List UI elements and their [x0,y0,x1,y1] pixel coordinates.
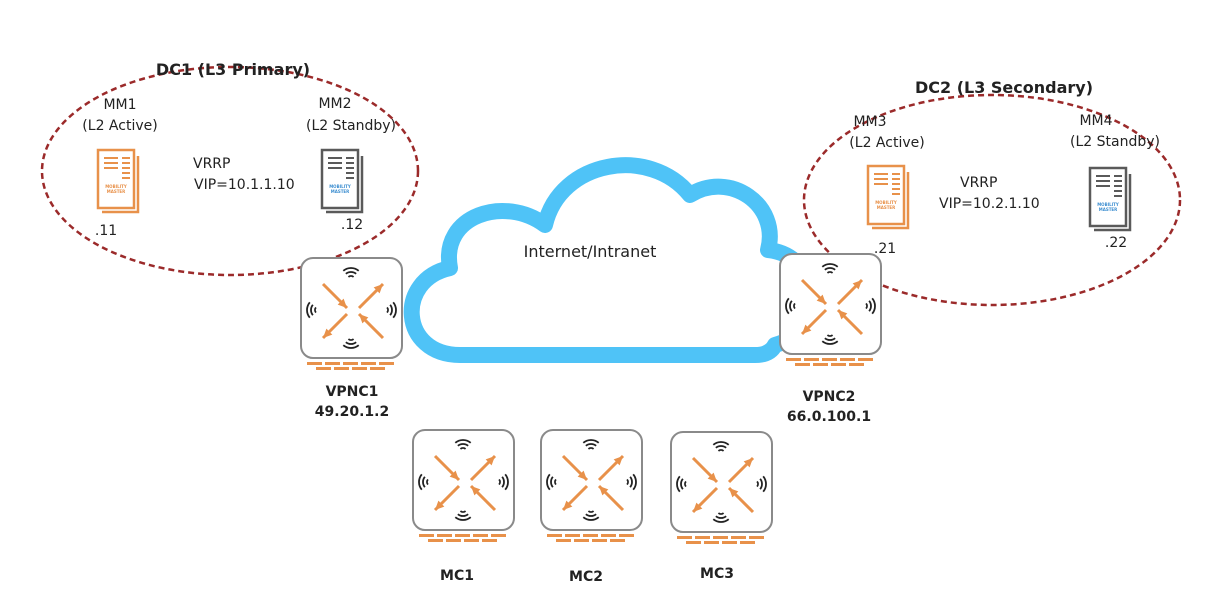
mm1-role: (L2 Active) [82,118,158,134]
dc2-boundary [802,93,1182,307]
mm3-address: .21 [873,241,897,257]
dc1-title: DC1 (L3 Primary) [155,60,311,79]
svg-text:MOBILITY: MOBILITY [1097,202,1119,207]
dc2-title: DC2 (L3 Secondary) [914,78,1094,97]
mc2-name: MC2 [569,569,603,585]
svg-text:MOBILITY: MOBILITY [875,200,897,205]
mm3-server-icon: MOBILITY MASTER [866,164,910,230]
mm1-name: MM1 [103,97,137,113]
dc1-boundary [40,65,420,277]
svg-text:MASTER: MASTER [1099,207,1118,212]
vpnc2-ip: 66.0.100.1 [786,409,872,425]
mm1-server-text: MOBILITY [105,184,127,189]
mc1-controller-icon [412,429,515,542]
mm2-address: .12 [340,217,364,233]
mm2-role: (L2 Standby) [306,118,396,134]
cloud-label: Internet/Intranet [523,242,657,261]
mc3-controller-icon [670,431,773,544]
svg-text:MASTER: MASTER [331,189,350,194]
dc2-vrrp-label: VRRP [960,175,998,191]
mc3-name: MC3 [700,566,734,582]
dc1-vrrp-label: VRRP [193,156,231,172]
vpnc2-controller-icon [779,253,882,366]
mm2-name: MM2 [318,96,352,112]
mm4-name: MM4 [1079,113,1113,129]
mm3-role: (L2 Active) [849,135,925,151]
vpnc1-name: VPNC1 [325,384,379,400]
vpnc1-ip: 49.20.1.2 [314,404,390,420]
mm4-address: .22 [1104,235,1128,251]
mm4-server-icon: MOBILITY MASTER [1088,166,1132,232]
mc1-name: MC1 [440,568,474,584]
svg-text:MASTER: MASTER [877,205,896,210]
mm1-address: .11 [94,223,118,239]
svg-text:MASTER: MASTER [107,189,126,194]
mm1-server-icon: MOBILITY MASTER [96,148,140,214]
mc2-controller-icon [540,429,643,542]
dc1-vip-label: VIP=10.1.1.10 [194,177,295,193]
svg-text:MOBILITY: MOBILITY [329,184,351,189]
vpnc2-name: VPNC2 [802,389,856,405]
mm2-server-icon: MOBILITY MASTER [320,148,364,214]
mm3-name: MM3 [853,114,887,130]
vpnc1-controller-icon [300,257,403,370]
mm4-role: (L2 Standby) [1070,134,1160,150]
dc2-vip-label: VIP=10.2.1.10 [939,196,1040,212]
